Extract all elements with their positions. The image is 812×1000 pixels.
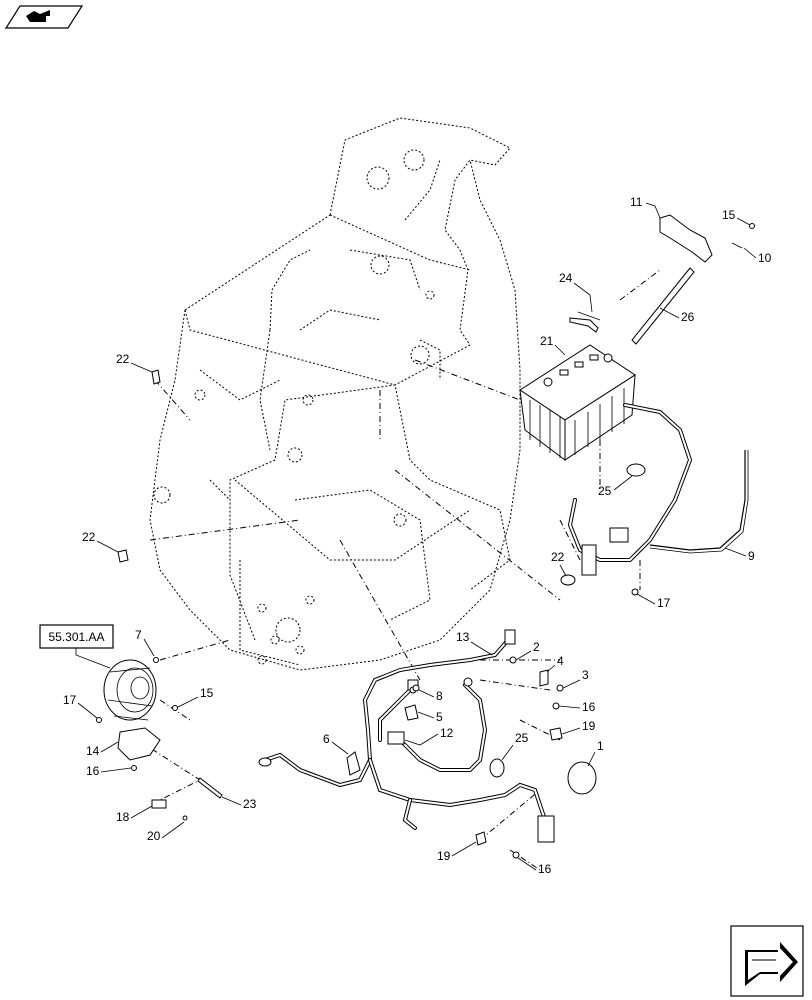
grommet-1 [567, 761, 597, 795]
book-arrow-icon[interactable] [4, 5, 84, 29]
callout-3: 3 [582, 668, 589, 682]
next-page-arrow-icon[interactable] [730, 925, 804, 997]
clip-19 [549, 727, 563, 741]
callout-9: 9 [748, 549, 755, 563]
callouts: 1 2 3 4 5 6 7 8 9 10 11 12 13 14 15 15 1… [63, 195, 772, 876]
callout-20: 20 [147, 829, 161, 843]
callout-2: 2 [533, 640, 540, 654]
bolt-3 [556, 684, 564, 692]
callout-22b: 22 [82, 530, 96, 544]
callout-15b: 15 [722, 208, 736, 222]
callout-17b: 17 [657, 596, 671, 610]
callout-17a: 17 [63, 693, 77, 707]
callout-5: 5 [436, 710, 443, 724]
callout-19b: 19 [437, 849, 451, 863]
callout-7: 7 [135, 628, 142, 642]
callout-24: 24 [559, 271, 573, 285]
terminal-4 [539, 669, 549, 687]
bolt-8 [412, 684, 420, 692]
callout-16c: 16 [538, 862, 552, 876]
callout-23: 23 [243, 797, 257, 811]
hold-down-rod [631, 267, 695, 345]
reference-leader [75, 648, 111, 669]
grommet-25 [489, 758, 505, 778]
callout-18: 18 [116, 810, 130, 824]
callout-1: 1 [597, 739, 604, 753]
washer-15 [749, 223, 755, 229]
callout-14: 14 [86, 744, 100, 758]
alternator-bolt [197, 777, 223, 799]
bolt-16 [552, 702, 560, 710]
screw-22b [117, 549, 129, 563]
callout-12: 12 [440, 726, 454, 740]
callout-19a: 19 [582, 719, 596, 733]
callout-16b: 16 [582, 700, 596, 714]
callout-16a: 16 [86, 764, 100, 778]
callout-11: 11 [630, 195, 643, 209]
battery [519, 344, 636, 461]
clip-18 [151, 799, 167, 809]
callout-13: 13 [456, 630, 470, 644]
callout-15a: 15 [200, 686, 214, 700]
callout-25a: 25 [598, 484, 612, 498]
clip-6 [346, 751, 361, 776]
callout-25b: 25 [515, 731, 529, 745]
callout-22a: 22 [116, 352, 130, 366]
battery-cables [560, 403, 749, 596]
reference-box[interactable]: 55.301.AA [39, 624, 114, 649]
loader-frame [149, 117, 521, 671]
clip-19b [475, 831, 487, 846]
screw-22a [151, 369, 161, 385]
callout-4: 4 [557, 654, 564, 668]
battery-strap [569, 311, 601, 333]
callout-6: 6 [323, 732, 330, 746]
callout-10: 10 [758, 251, 772, 265]
clip-5 [404, 704, 419, 721]
reference-label: 55.301.AA [48, 630, 104, 644]
callout-22c: 22 [551, 550, 565, 564]
callout-21: 21 [540, 334, 554, 348]
battery-bracket [659, 214, 713, 263]
alternator [96, 657, 178, 771]
bolt-20 [182, 815, 188, 821]
callout-26: 26 [681, 310, 695, 324]
bolt-16b [512, 851, 520, 859]
nut-2 [509, 656, 517, 664]
callout-8: 8 [436, 689, 443, 703]
wire-harness [258, 629, 555, 843]
bolt-10 [731, 242, 743, 249]
